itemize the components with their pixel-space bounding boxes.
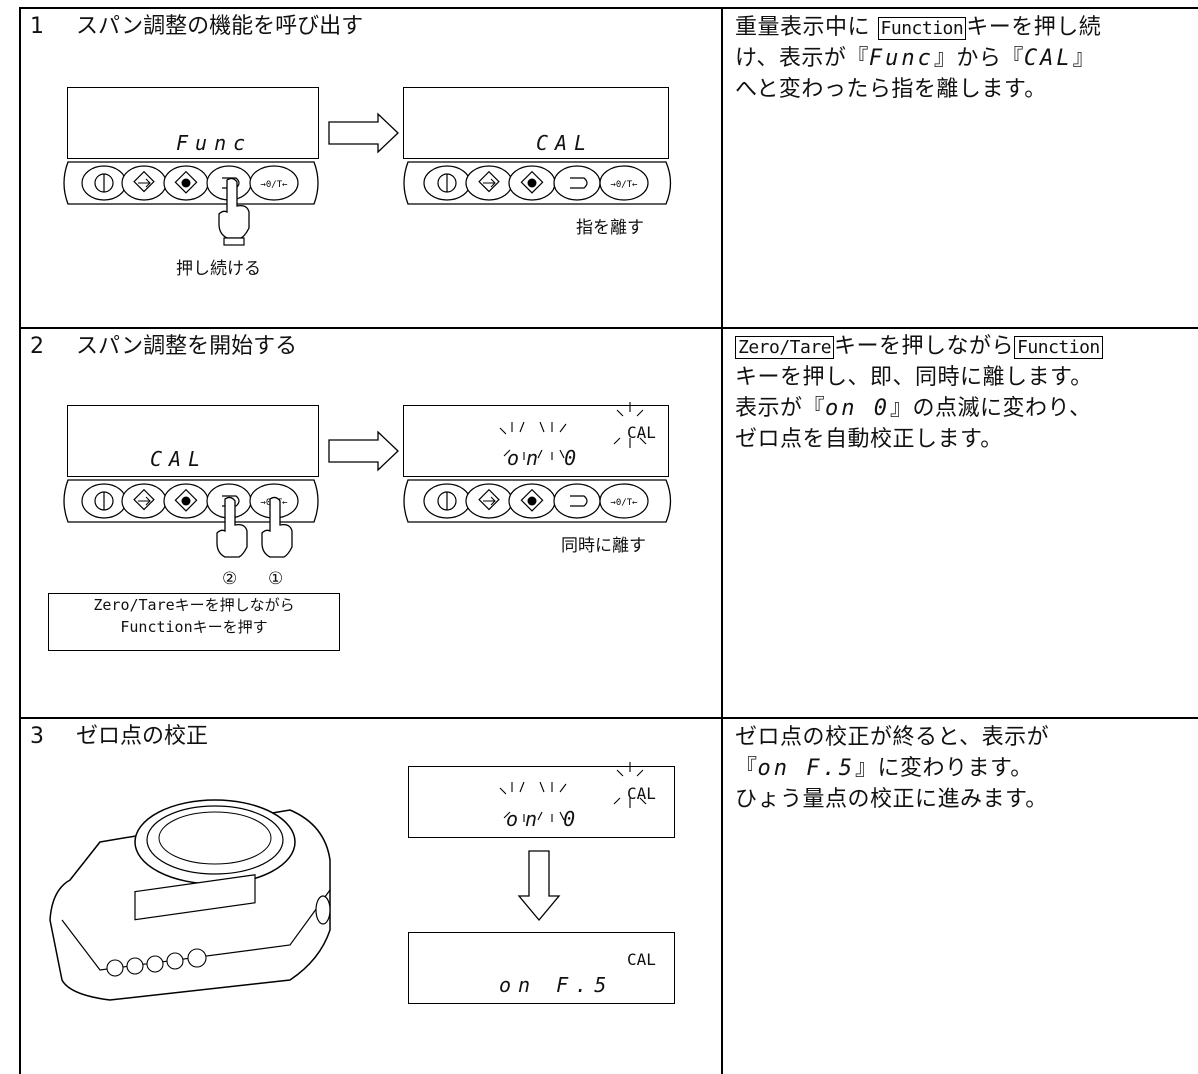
cal-indicator: CAL — [627, 950, 656, 969]
step-1-description-line-3: へと変わったら指を離します。 — [735, 77, 1047, 102]
down-arrow-icon — [517, 850, 561, 922]
svg-text:→0/T←: →0/T← — [260, 180, 288, 190]
table-border-left — [19, 7, 21, 1074]
release-caption: 指を離す — [576, 218, 644, 238]
step-2-description-line-2: キーを押し、即、同時に離します。 — [735, 365, 1093, 390]
finger-number-2: ② — [222, 569, 238, 589]
function-key-label: Function — [1014, 336, 1103, 359]
scale-display-cal: CAL — [67, 405, 319, 477]
cal-indicator: CAL — [627, 784, 656, 803]
step-3-number: 3 — [30, 724, 44, 749]
blink-marks-icon — [499, 402, 647, 460]
finger-press-icon — [261, 496, 293, 558]
svg-text:→0/T←: →0/T← — [610, 498, 638, 508]
function-key-label: Function — [877, 17, 967, 40]
release-simultaneously-caption: 同時に離す — [561, 536, 646, 556]
right-arrow-icon — [328, 112, 399, 154]
display-text: on F.5 — [499, 973, 614, 997]
display-text: CAL — [536, 131, 594, 155]
table-border-top — [19, 7, 1198, 9]
finger-press-icon — [216, 496, 248, 558]
svg-text:→0/T←: →0/T← — [610, 180, 638, 190]
step-3-title: ゼロ点の校正 — [76, 724, 209, 749]
scale-display-on-zero: on 0 CAL — [403, 405, 669, 477]
step-3-description-line-3: ひょう量点の校正に進みます。 — [735, 787, 1048, 812]
finger-number-1: ① — [268, 569, 284, 589]
zero-tare-key-label: Zero/Tare — [735, 336, 835, 359]
blink-marks-icon — [499, 762, 647, 822]
right-arrow-icon — [328, 430, 399, 472]
finger-press-icon — [218, 177, 250, 246]
step-2-title: スパン調整を開始する — [76, 334, 298, 359]
step-3-description-line-1: ゼロ点の校正が終ると、表示が — [735, 725, 1050, 750]
step-1-title: スパン調整の機能を呼び出す — [76, 14, 364, 39]
hold-caption: 押し続ける — [176, 259, 261, 279]
step-2-description-line-4: ゼロ点を自動校正します。 — [735, 427, 1003, 452]
step-1-description-line-2: け、表示が『Func』から『CAL』 — [735, 46, 1096, 71]
display-text: CAL — [150, 447, 208, 471]
note-line-2: Functionキーを押す — [120, 618, 268, 636]
keypad-panel: →0/T← — [403, 479, 672, 523]
step-1-number: 1 — [30, 14, 44, 39]
display-text: Func — [176, 131, 253, 155]
table-row-divider-2 — [19, 717, 1198, 719]
electronic-balance-image — [49, 799, 331, 1001]
scale-display-func: Func — [67, 87, 319, 159]
note-line-1: Zero/Tareキーを押しながら — [93, 596, 295, 614]
step-2-number: 2 — [30, 334, 44, 359]
step-2-description-line-3: 表示が『on 0』の点滅に変わり、 — [735, 396, 1092, 421]
scale-display-on-f5: on F.5 CAL — [408, 932, 675, 1004]
instruction-note-box: Zero/Tareキーを押しながら Functionキーを押す — [48, 593, 340, 651]
step-3-description-line-2: 『on F.5』に変わります。 — [735, 756, 1033, 781]
keypad-panel: →0/T← — [63, 161, 319, 205]
scale-display-cal: CAL — [403, 87, 669, 159]
table-column-divider — [721, 7, 723, 1074]
cal-indicator: CAL — [627, 423, 656, 442]
table-row-divider-1 — [19, 327, 1198, 329]
keypad-panel: →0/T← — [403, 161, 672, 205]
